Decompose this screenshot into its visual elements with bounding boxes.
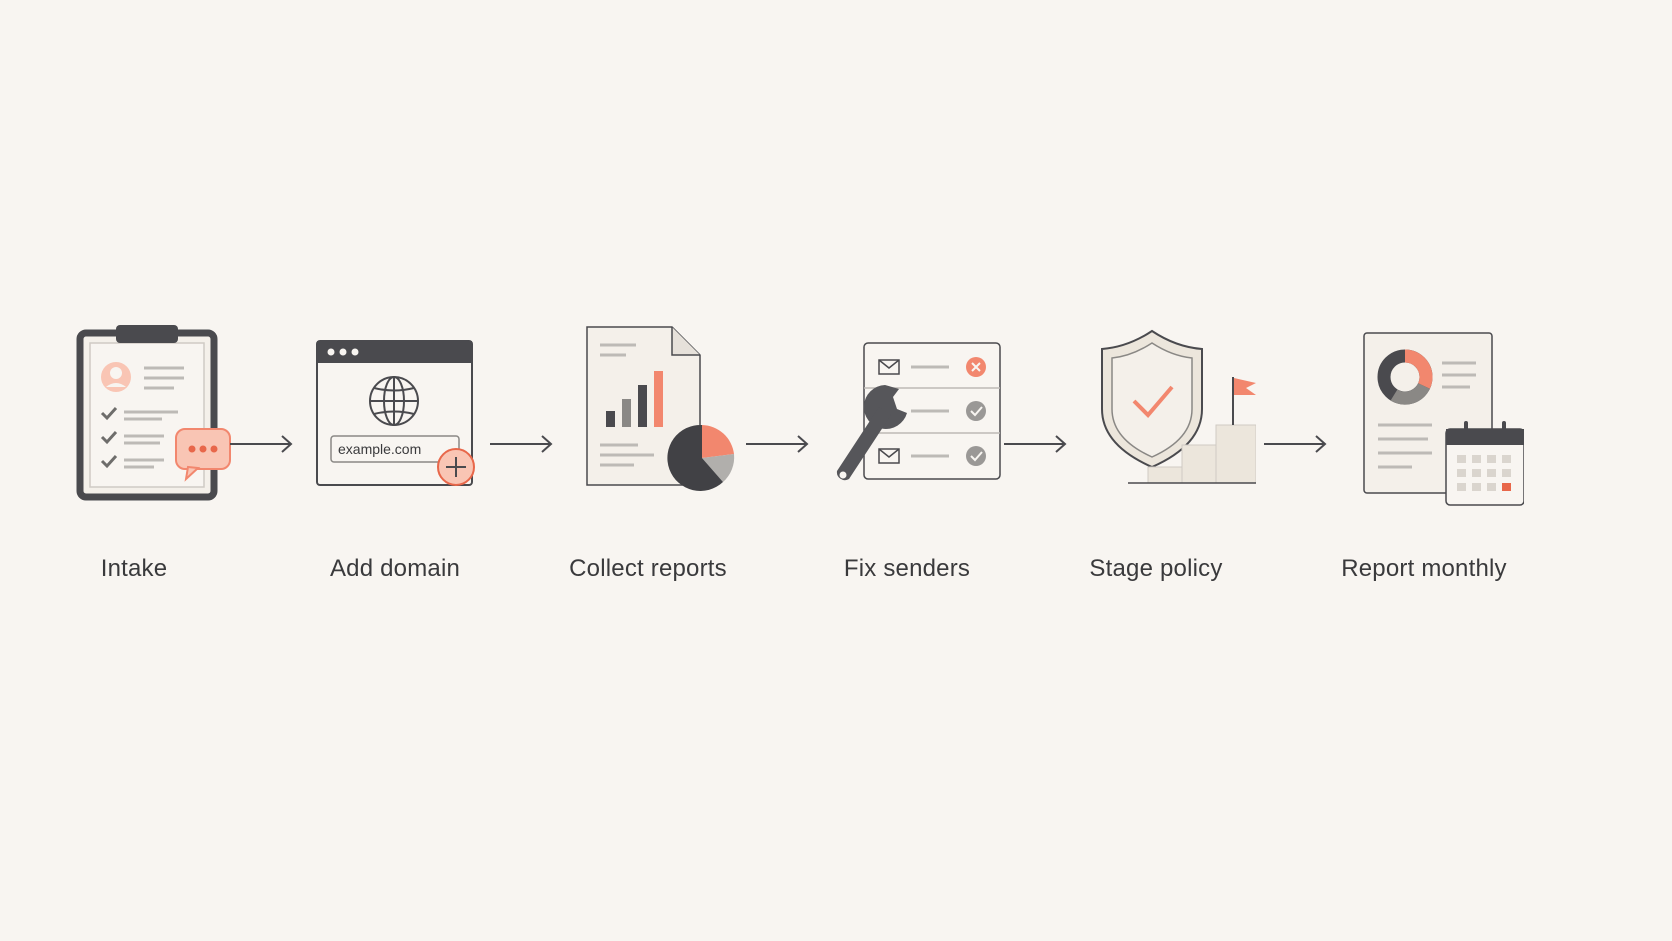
report-calendar-icon [1363, 332, 1524, 506]
step-label: Report monthly [1341, 555, 1507, 582]
browser-globe-icon: example.com [316, 340, 475, 486]
report-chart-icon [586, 326, 735, 491]
arrow-icon [490, 435, 553, 453]
clipboard-checklist-icon [76, 325, 231, 501]
step-label: Fix senders [843, 555, 971, 582]
flag-icon [1232, 377, 1256, 425]
step-stage-policy: Stage policy [1036, 325, 1276, 583]
pie-chart-icon [667, 424, 735, 491]
error-icon [966, 357, 986, 377]
stairs-icon [1147, 424, 1256, 484]
step-label: Collect reports [569, 555, 727, 582]
step-intake: Intake [14, 325, 254, 583]
step-fix-senders: Fix senders [787, 325, 1027, 583]
shield-icon [1101, 329, 1203, 469]
arrow-icon [1264, 435, 1327, 453]
chat-bubble-icon [175, 428, 231, 482]
donut-chart-icon [1377, 349, 1433, 405]
check-circle-icon [966, 401, 986, 421]
step-label: Add domain [329, 555, 461, 582]
wrench-email-list-icon [836, 342, 1001, 481]
check-circle-icon [966, 446, 986, 466]
url-text: example.com [338, 441, 421, 457]
shield-stairs-flag-icon [1101, 329, 1256, 484]
step-add-domain: example.com Add domain [275, 325, 515, 583]
step-collect-reports: Collect reports [528, 325, 768, 583]
arrow-icon [230, 435, 293, 453]
arrow-icon [1004, 435, 1067, 453]
step-label: Intake [100, 555, 168, 582]
step-label: Stage policy [1089, 555, 1223, 582]
step-report-monthly: Report monthly [1304, 325, 1544, 583]
arrow-icon [746, 435, 809, 453]
wrench-icon [836, 385, 907, 481]
calendar-icon [1445, 421, 1524, 506]
add-icon [437, 448, 475, 486]
